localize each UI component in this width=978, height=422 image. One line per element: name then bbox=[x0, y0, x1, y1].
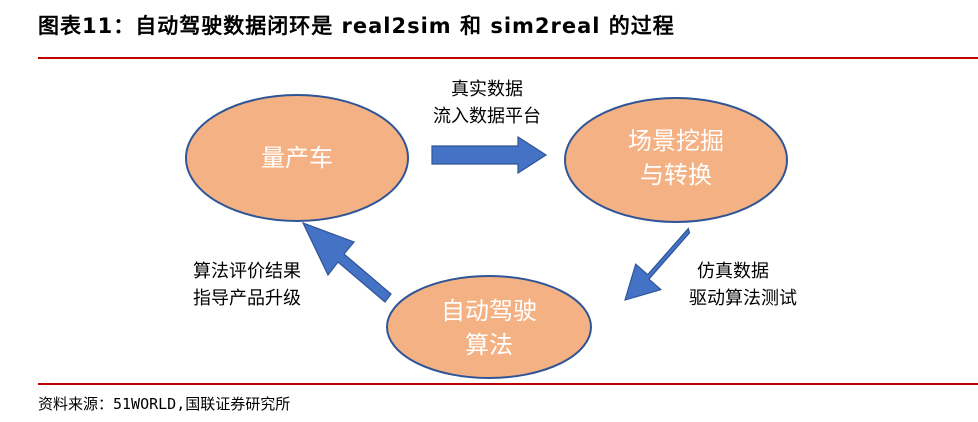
top-divider bbox=[38, 57, 978, 59]
node-ad-algorithm bbox=[386, 275, 592, 379]
arrow-to-algorithm bbox=[624, 227, 691, 301]
edge-label-sim-data-line2: 驱动算法测试 bbox=[689, 288, 797, 309]
node-label-algorithm-line1: 自动驾驶 bbox=[441, 297, 537, 325]
bottom-divider bbox=[38, 383, 978, 385]
node-label-algorithm-line2: 算法 bbox=[465, 331, 513, 359]
arrow-to-scenario bbox=[431, 135, 548, 175]
node-label-production-vehicle: 量产车 bbox=[261, 144, 333, 172]
edge-label-real-data: 真实数据 流入数据平台 bbox=[412, 76, 562, 130]
node-label-scenario-line2: 与转换 bbox=[640, 161, 712, 189]
node-label-scenario-mining: 场景挖掘 与转换 bbox=[606, 124, 746, 192]
edge-label-real-data-line2: 流入数据平台 bbox=[433, 106, 541, 127]
edge-label-evaluation-line2: 指导产品升级 bbox=[193, 288, 301, 309]
figure-title: 图表11：自动驾驶数据闭环是 real2sim 和 sim2real 的过程 bbox=[38, 14, 675, 38]
edge-label-real-data-line1: 真实数据 bbox=[451, 79, 523, 100]
edge-label-evaluation-line1: 算法评价结果 bbox=[193, 261, 301, 282]
edge-label-sim-data-line1: 仿真数据 bbox=[697, 261, 769, 282]
edge-label-sim-data: 仿真数据 驱动算法测试 bbox=[689, 258, 797, 312]
node-label-scenario-line1: 场景挖掘 bbox=[628, 127, 724, 155]
arrow-to-production bbox=[301, 221, 392, 303]
edge-label-evaluation: 算法评价结果 指导产品升级 bbox=[193, 258, 301, 312]
source-note: 资料来源：51WORLD,国联证券研究所 bbox=[38, 395, 291, 413]
node-production-vehicle bbox=[185, 94, 409, 222]
node-label-ad-algorithm: 自动驾驶 算法 bbox=[419, 294, 559, 362]
node-scenario-mining bbox=[564, 97, 788, 223]
